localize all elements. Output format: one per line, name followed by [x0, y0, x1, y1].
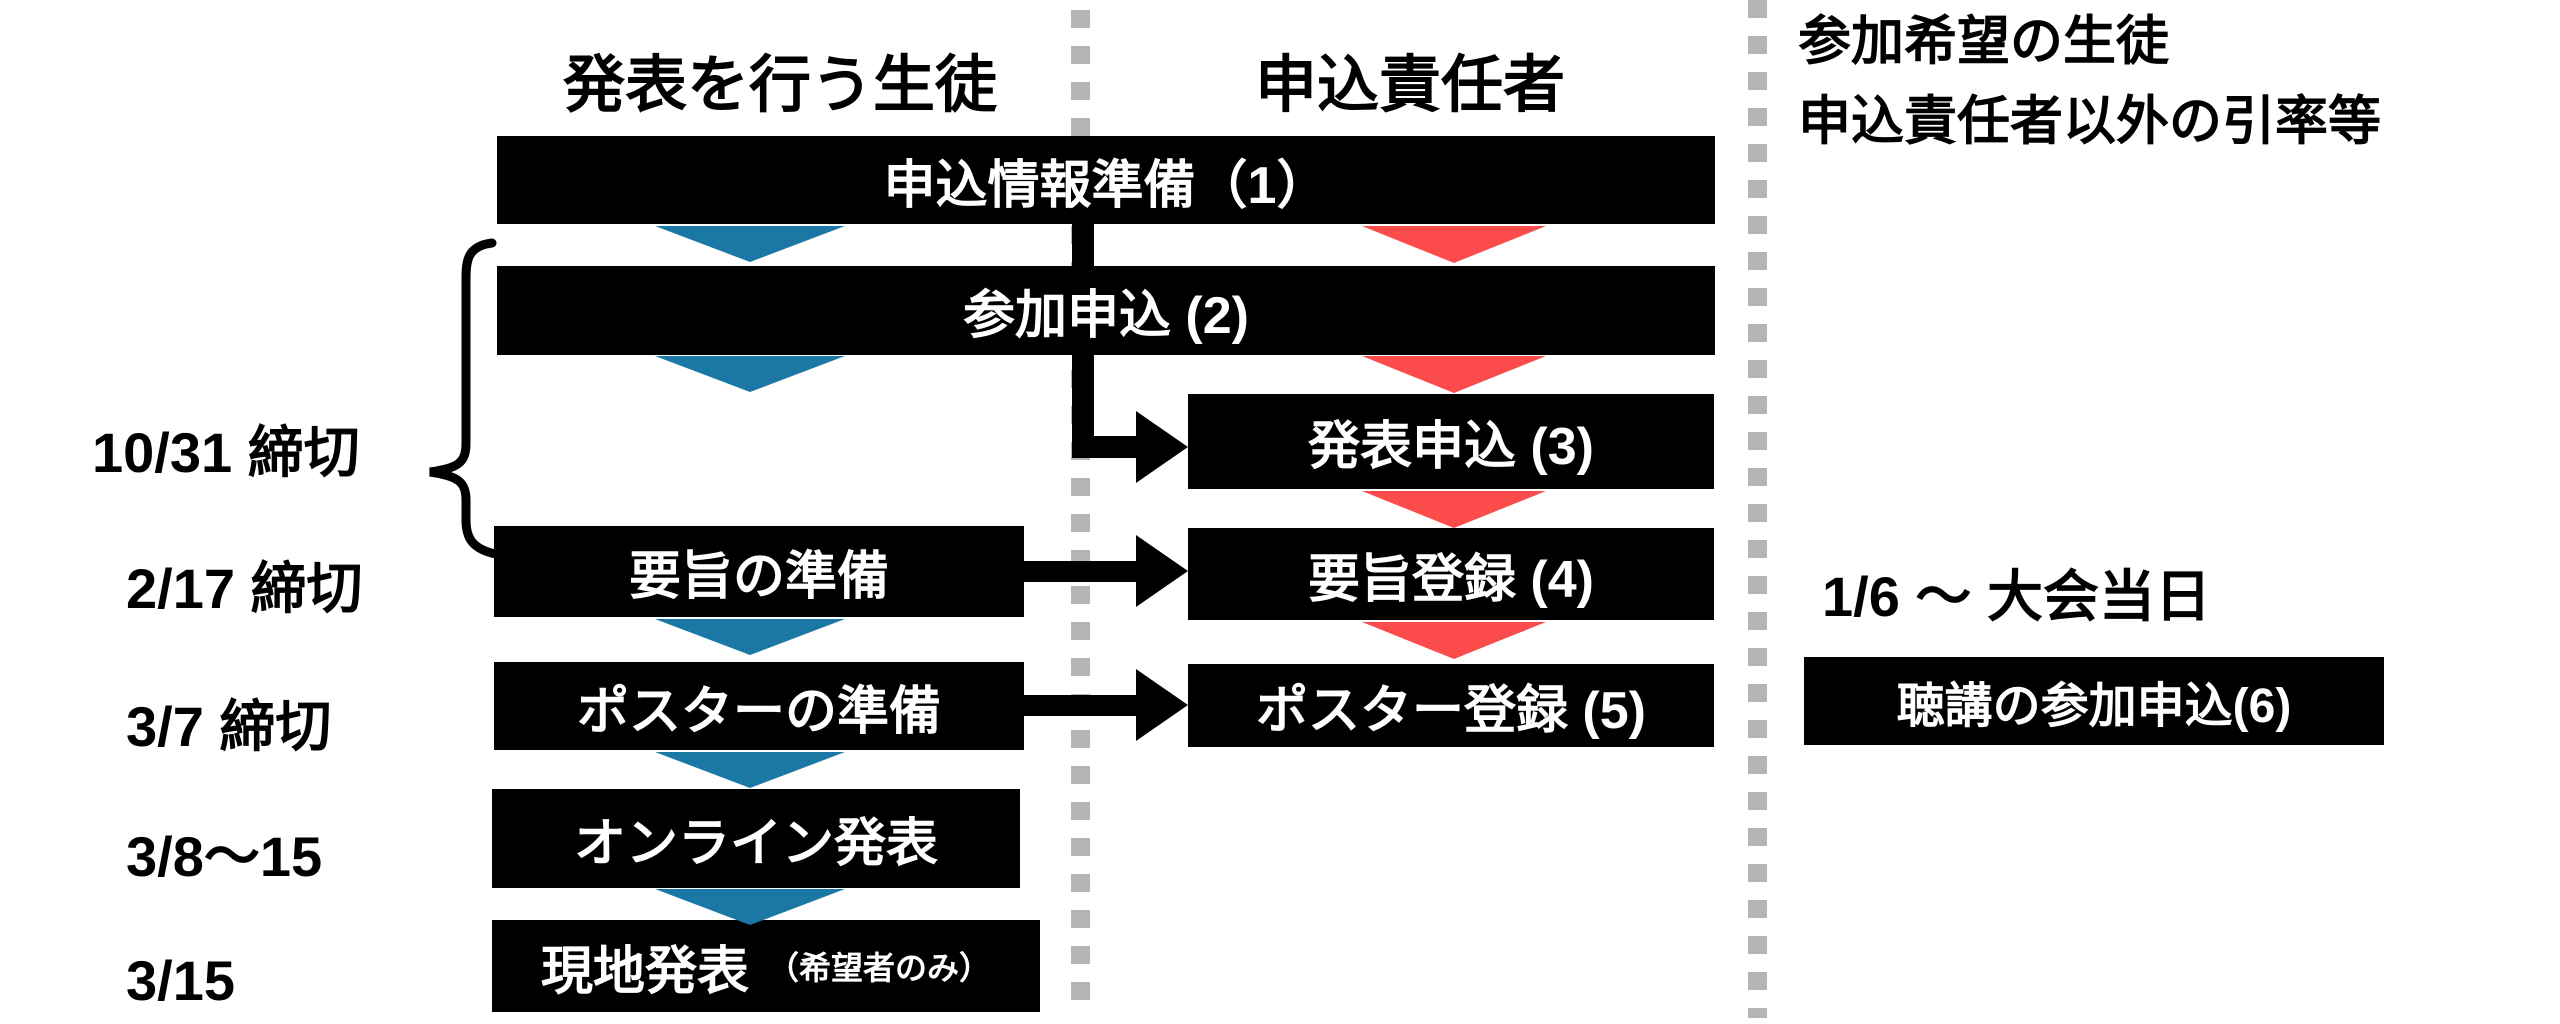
flow-box-note: （希望者のみ）: [767, 950, 992, 986]
flow-box-onsite-presentation: 現地発表 （希望者のみ）: [492, 920, 1040, 1012]
flow-box-label: 発表申込 (3): [1307, 418, 1594, 476]
deadline-label-0308-15: 3/8〜15: [126, 825, 323, 888]
flow-box-label: 要旨登録 (4): [1307, 550, 1594, 609]
red-arrow-down-icon: [1362, 622, 1546, 659]
blue-arrow-down-icon: [655, 356, 845, 392]
audience-period-label: 1/6 〜 大会当日: [1822, 565, 2211, 628]
column-header-presenters: 発表を行う生徒: [562, 51, 997, 120]
flow-box-label: 参加申込 (2): [962, 287, 1249, 345]
flow-box-audience-apply: 聴講の参加申込(6): [1804, 657, 2384, 745]
deadline-label-0315: 3/15: [126, 949, 235, 1012]
column-header-audience-line2: 申込責任者以外の引率等: [1798, 92, 2381, 151]
flow-box-online-presentation: オンライン発表: [492, 789, 1020, 888]
red-arrow-down-icon: [1362, 226, 1546, 263]
flow-box-label: ポスター登録 (5): [1255, 682, 1646, 740]
flow-box-label: 要旨の準備: [628, 548, 889, 606]
flow-box-presentation-apply: 発表申込 (3): [1188, 394, 1714, 489]
flow-box-abstract-register: 要旨登録 (4): [1188, 528, 1714, 620]
black-arrow-right-icon: [1136, 411, 1188, 483]
black-arrow-right-icon: [1136, 535, 1188, 607]
black-arrow-right-icon: [1136, 669, 1188, 741]
flow-box-label: オンライン発表: [573, 815, 938, 873]
deadline-label-0307: 3/7 締切: [126, 695, 332, 758]
curly-brace-icon: [429, 238, 504, 560]
flow-box-poster-register: ポスター登録 (5): [1188, 664, 1714, 747]
dashed-divider-right: [1748, 0, 1767, 1018]
column-header-manager: 申込責任者: [1254, 51, 1565, 120]
blue-arrow-down-icon: [655, 752, 845, 788]
elbow-connector-shaft: [1072, 436, 1140, 458]
deadline-label-0217: 2/17 締切: [126, 557, 363, 620]
flow-box-participation-apply: 参加申込 (2): [497, 266, 1715, 355]
flow-box-label: ポスターの準備: [576, 682, 941, 741]
blue-arrow-down-icon: [655, 226, 845, 262]
flow-box-label: 現地発表: [540, 942, 749, 1001]
red-arrow-down-icon: [1362, 491, 1546, 528]
column-header-audience-line1: 参加希望の生徒: [1798, 12, 2169, 71]
deadline-label-1031: 10/31 締切: [92, 421, 360, 484]
flow-box-prepare-info: 申込情報準備（1）: [497, 136, 1715, 224]
column-header-audience: 参加希望の生徒 申込責任者以外の引率等: [1798, 2, 2381, 162]
red-arrow-down-icon: [1362, 356, 1546, 393]
blue-arrow-down-icon: [655, 889, 845, 925]
flow-box-label: 聴講の参加申込(6): [1896, 680, 2292, 733]
flow-box-abstract-prepare: 要旨の準備: [494, 526, 1024, 617]
flow-box-poster-prepare: ポスターの準備: [494, 662, 1024, 750]
flow-box-label: 申込情報準備（1）: [883, 156, 1329, 215]
poster-arrow-shaft: [1022, 695, 1140, 716]
blue-arrow-down-icon: [655, 619, 845, 655]
abstract-arrow-shaft: [1022, 561, 1140, 582]
